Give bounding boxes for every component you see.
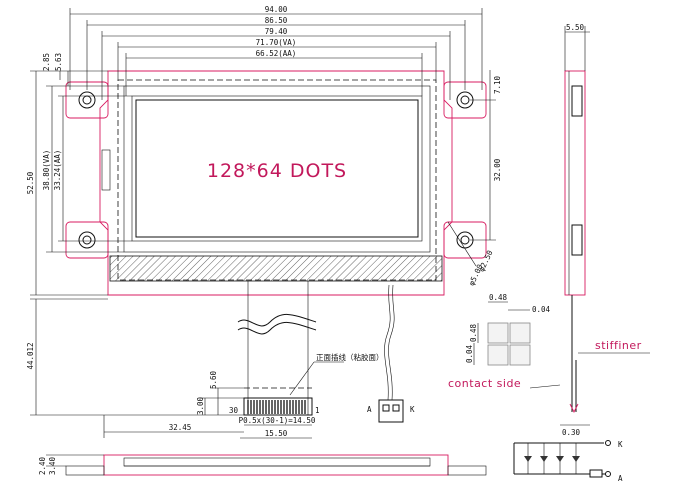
dim-va-height: 38.80(VA) — [42, 150, 51, 191]
dim-dot-size: 0.48 — [489, 293, 508, 302]
pin-first: 30 — [229, 406, 239, 415]
connector-a: A — [367, 405, 372, 414]
dim-pitch: P0.5x(30-1)=14.50 — [239, 416, 316, 425]
dim-fpc-length: 44.012 — [26, 342, 35, 369]
dim-bottom-a: 2.40 — [38, 456, 47, 475]
dim-bottom-b: 3.40 — [48, 456, 57, 475]
dim-hole-d2: φ5.00 — [467, 262, 485, 287]
side-view — [529, 26, 650, 426]
dim-hole-pitch: 32.00 — [493, 158, 502, 181]
front-view: 128*64 DOTS — [65, 70, 487, 296]
dim-stiff-thk: 0.30 — [562, 428, 581, 437]
dot-detail — [473, 301, 531, 366]
connector-k: K — [410, 405, 415, 414]
dim-dot-gap: 0.04 — [532, 305, 551, 314]
backlight-connector — [378, 284, 404, 423]
dim-fpc-offset: 32.45 — [169, 423, 192, 432]
mounting-hole-tl — [78, 91, 96, 109]
dim-aa-height: 33.24(AA) — [53, 150, 62, 191]
dim-top-b: 5.63 — [54, 53, 63, 71]
dim-300: 3.00 — [196, 396, 205, 415]
fpc-cable — [237, 281, 344, 416]
dim-hole-offset: 7.10 — [493, 75, 502, 94]
mounting-hole-bl — [78, 231, 96, 249]
dim-dot-size-v: 0.48 — [469, 323, 478, 342]
dim-total-width: 94.00 — [265, 5, 288, 14]
left-dimensions — [30, 70, 132, 296]
dim-560: 5.60 — [209, 370, 218, 389]
dim-va-width: 71.70(VA) — [256, 38, 297, 47]
backlight-k: K — [618, 440, 623, 449]
dim-aa-width: 66.52(AA) — [256, 49, 297, 58]
right-dimensions — [447, 70, 496, 267]
label-contact-side: contact side — [448, 377, 521, 390]
dim-dot-gap-v: 0.04 — [465, 344, 474, 363]
bottom-view — [46, 454, 487, 476]
dim-top-a: 2.85 — [42, 53, 51, 71]
fpc-dimensions — [30, 298, 312, 439]
fpc-note: 正面插线（粘胶面） — [316, 352, 384, 362]
dim-side-width: 5.50 — [566, 23, 585, 32]
pin-last: 1 — [315, 406, 320, 415]
top-dimensions — [69, 8, 483, 100]
dim-total-height: 52.50 — [26, 171, 35, 194]
dim-hole-width: 86.50 — [265, 16, 288, 25]
backlight-a: A — [618, 474, 623, 483]
label-stiffiner: stiffiner — [595, 339, 642, 352]
display-title: 128*64 DOTS — [207, 160, 347, 182]
backlight-schematic — [513, 440, 611, 478]
dim-fpc-width: 15.50 — [265, 429, 288, 438]
dim-outline-width: 79.40 — [265, 27, 288, 36]
